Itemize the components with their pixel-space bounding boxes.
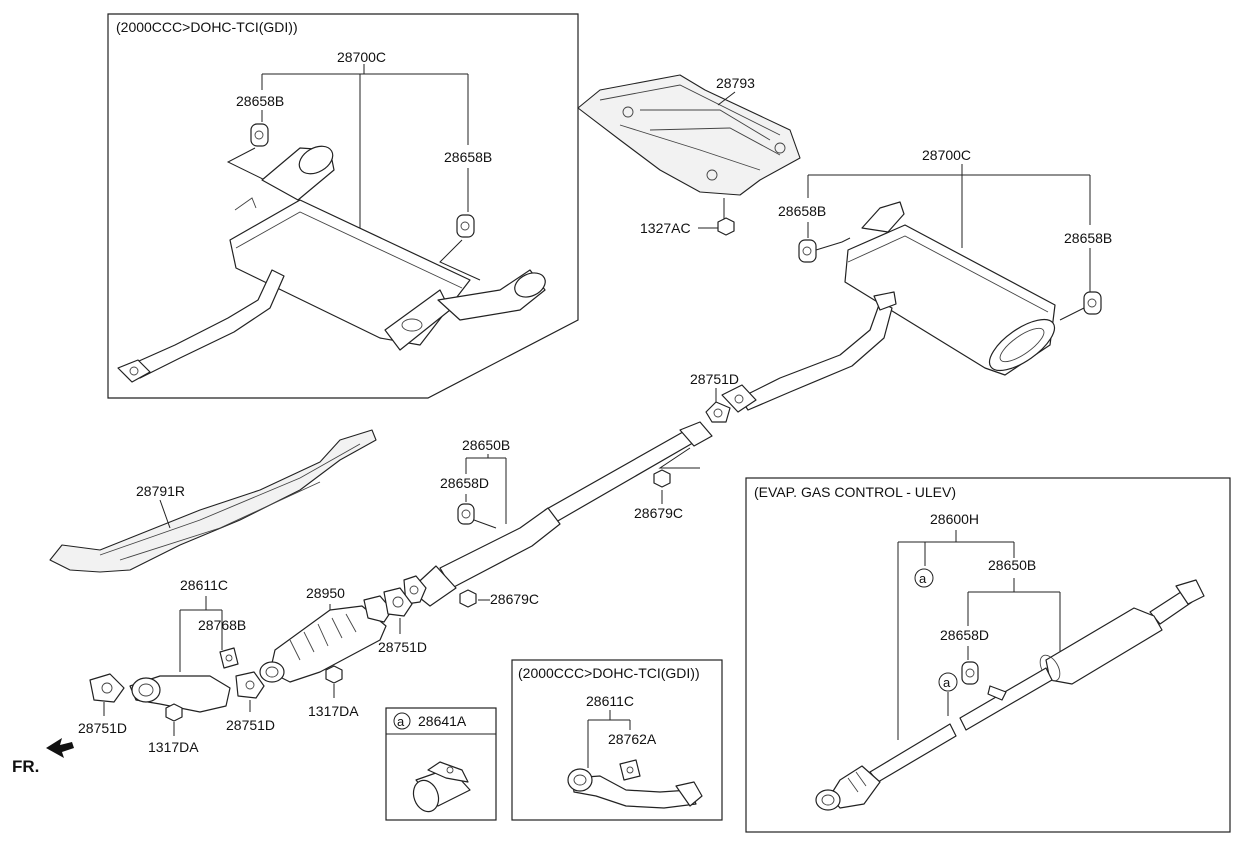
label-1327AC: 1327AC (640, 220, 691, 236)
front-pipe-icon (129, 675, 231, 713)
nut-icon (459, 589, 477, 608)
inset-top-left-frame (107, 13, 579, 399)
label-28700C-b: 28700C (922, 147, 971, 163)
label-28751D-c: 28751D (78, 720, 127, 736)
label-28611C-a: 28611C (180, 577, 228, 593)
label-28658B-a: 28658B (236, 93, 284, 109)
hanger-rubber-icon (457, 503, 475, 525)
muffler-icon (844, 201, 1056, 376)
pipe-icon (721, 301, 893, 413)
clamp-ref-letter: a (397, 714, 405, 729)
heat-shield-28793: 28793 1327AC (577, 74, 801, 236)
label-28751D-d: 28751D (226, 717, 275, 733)
front-pipe-group: 28611C 28768B 28751D 1317DA 28751D 28 (78, 577, 427, 755)
evap-pipe-icon (815, 579, 1205, 811)
leader-28700C-a (261, 64, 469, 228)
muffler-tip-icon (261, 145, 335, 201)
ref-letter-a2: a (943, 675, 951, 690)
label-28650B-b: 28650B (988, 557, 1036, 573)
label-28658D-b: 28658D (940, 627, 989, 643)
label-28658B-c: 28658B (778, 203, 826, 219)
inset-bottom-middle: (2000CCC>DOHC-TCI(GDI)) 28611C 28762A (511, 659, 723, 821)
gasket-icon (89, 673, 125, 703)
label-28658B-d: 28658B (1064, 230, 1112, 246)
center-pipe-group: 28751D 28679C 28650B 28658D (403, 371, 739, 608)
bracket-icon (219, 647, 239, 669)
inset-right-evap: (EVAP. GAS CONTROL - ULEV) 28600H a 2865… (745, 477, 1231, 833)
label-1317DA-b: 1317DA (308, 703, 359, 719)
inset-top-left: (2000CCC>DOHC-TCI(GDI)) 28700C 28658B 28… (107, 13, 579, 399)
inset-bottom-middle-title: (2000CCC>DOHC-TCI(GDI)) (518, 665, 700, 681)
label-28641A: 28641A (418, 713, 467, 729)
hanger-rubber-icon (456, 214, 475, 238)
hanger-rubber-icon (1083, 291, 1102, 315)
pipe-icon (409, 421, 713, 607)
nut-icon (653, 469, 671, 488)
nut-icon (325, 665, 343, 684)
label-28768B: 28768B (198, 617, 246, 633)
label-28751D-a: 28751D (690, 371, 739, 387)
nut-icon (165, 703, 183, 722)
inset-right-title: (EVAP. GAS CONTROL - ULEV) (754, 484, 956, 500)
hanger-rubber-icon (798, 239, 817, 263)
front-label: FR. (12, 757, 39, 776)
gasket-icon (383, 587, 413, 617)
hanger-rubber-icon (250, 123, 269, 147)
label-28611C-b: 28611C (586, 693, 634, 709)
label-28600H: 28600H (930, 511, 979, 527)
hanger-rubber-icon (961, 661, 979, 685)
inset-clamp: a 28641A (385, 707, 497, 821)
front-pipe-icon (567, 768, 703, 809)
label-28679C-a: 28679C (634, 505, 683, 521)
heat-shield-28791R: 28791R (49, 429, 377, 573)
front-arrow-icon (46, 738, 74, 758)
label-28762A: 28762A (608, 731, 657, 747)
label-28950: 28950 (306, 585, 345, 601)
label-28658B-b: 28658B (444, 149, 492, 165)
gasket-icon (705, 401, 731, 423)
clamp-icon (412, 761, 471, 813)
nut-icon (717, 217, 735, 236)
muffler-tip-icon (437, 269, 546, 321)
label-28700C-a: 28700C (337, 49, 386, 65)
muffler-icon (229, 199, 471, 351)
label-28791R: 28791R (136, 483, 185, 499)
pipe-icon (117, 269, 285, 383)
label-28658D-a: 28658D (440, 475, 489, 491)
inset-right-frame (745, 477, 1231, 833)
label-28751D-b: 28751D (378, 639, 427, 655)
label-28650B-a: 28650B (462, 437, 510, 453)
catalytic-converter-icon (259, 595, 393, 683)
label-1317DA-a: 1317DA (148, 739, 199, 755)
gasket-icon (235, 671, 265, 699)
bracket-icon (619, 759, 641, 781)
front-direction-indicator: FR. (12, 738, 74, 776)
inset-top-left-title: (2000CCC>DOHC-TCI(GDI)) (116, 19, 298, 35)
inset-bottom-middle-frame (511, 659, 723, 821)
gasket-icon (403, 575, 427, 605)
ref-letter-a1: a (919, 571, 927, 586)
rear-muffler-group: 28700C 28658B 28658B (721, 147, 1112, 413)
label-28679C-b: 28679C (490, 591, 539, 607)
inset-clamp-frame (385, 707, 497, 821)
label-28793: 28793 (716, 75, 755, 91)
